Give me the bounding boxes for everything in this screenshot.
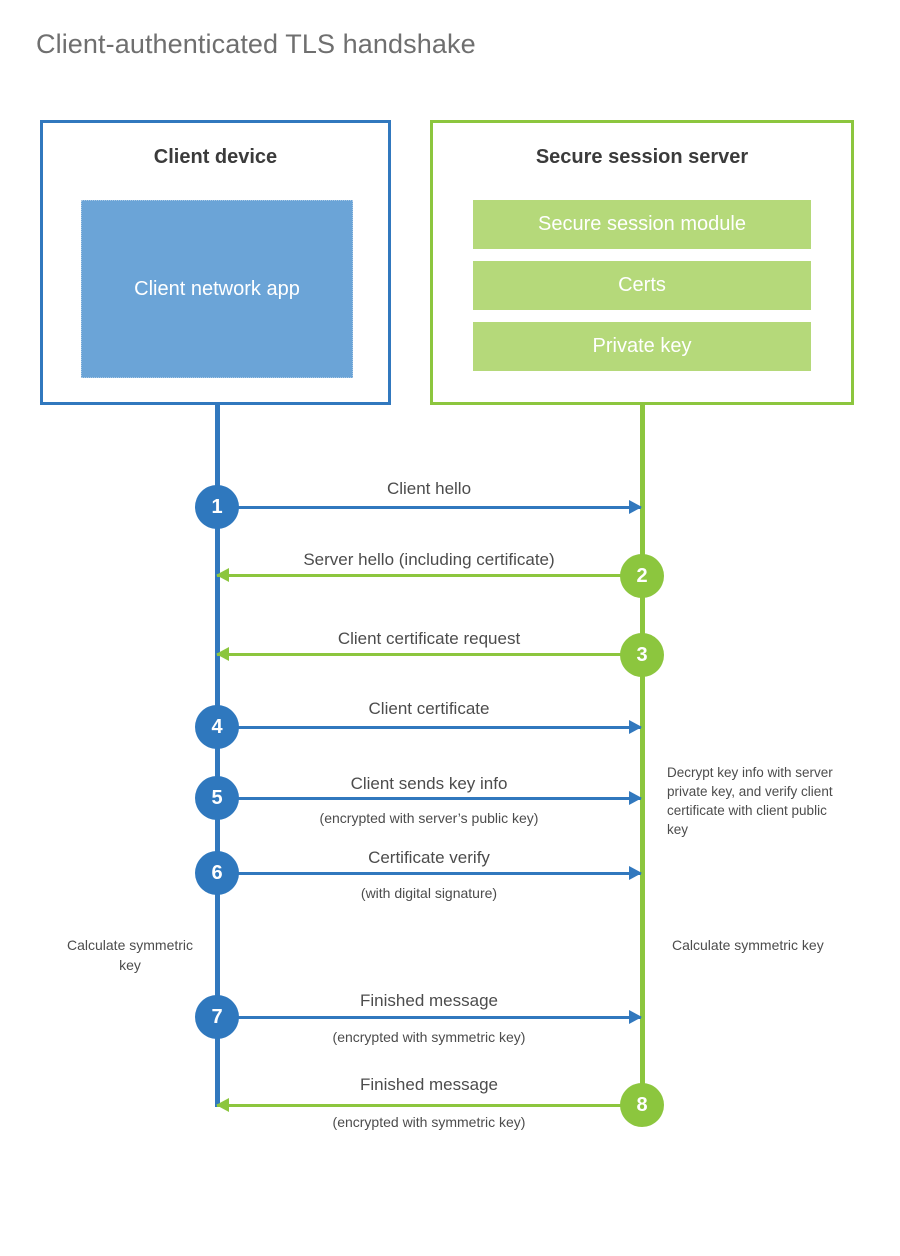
step-5-label: Client sends key info [350,774,508,793]
client-calculate-symmetric-key-note: Calculate symmetric key [66,937,194,973]
server-module-list: Secure session module Certs Private key [473,200,811,383]
step-4-badge: 4 [195,705,239,749]
step-6-label: Certificate verify [368,848,490,867]
step-5-badge: 5 [195,776,239,820]
step-7-arrow-head [629,1010,642,1024]
step-7-arrow-shaft [217,1016,641,1019]
step-8-arrow-shaft [217,1104,641,1107]
step-6-arrow-shaft [217,872,641,875]
step-1-arrow-shaft [217,506,641,509]
step-2-arrow-shaft [217,574,641,577]
step-2-arrow [216,568,641,582]
secure-session-server-title: Secure session server [535,146,749,168]
client-device-box: Client device Client network app [40,120,391,405]
step-3-arrow [216,647,641,661]
step-4-arrow-head [629,720,642,734]
step-8-label: Finished message [360,1075,498,1094]
server-lifeline [640,405,645,1107]
step-1-arrow [217,500,642,514]
server-calculate-symmetric-key-note: Calculate symmetric key [672,937,824,953]
secure-session-server-box: Secure session server Secure session mod… [430,120,854,405]
page-title: Client-authenticated TLS handshake [36,29,476,59]
step-8-arrow [216,1098,641,1112]
step-6-arrow [217,866,642,880]
server-module-certs: Certs [473,261,811,310]
step-3-label: Client certificate request [337,629,521,648]
step-6-sublabel: (with digital signature) [360,885,498,901]
step-4-arrow [217,720,642,734]
server-module-private-key: Private key [473,322,811,371]
step-5-arrow [217,791,642,805]
step-1-badge: 1 [195,485,239,529]
step-6-badge: 6 [195,851,239,895]
step-1-arrow-head [629,500,642,514]
step-5-arrow-head [629,791,642,805]
step-4-label: Client certificate [368,699,490,718]
client-lifeline [215,405,220,1107]
server-decrypt-note: Decrypt key info with server private key… [667,765,833,838]
step-3-arrow-shaft [217,653,641,656]
step-5-arrow-shaft [217,797,641,800]
client-network-app-block: Client network app [81,200,353,378]
step-8-sublabel: (encrypted with symmetric key) [332,1114,526,1130]
step-3-arrow-head [216,647,229,661]
step-7-badge: 7 [195,995,239,1039]
server-module-secure-session-module: Secure session module [473,200,811,249]
step-8-arrow-head [216,1098,229,1112]
step-5-sublabel: (encrypted with server’s public key) [319,810,539,826]
step-3-badge: 3 [620,633,664,677]
step-2-label: Server hello (including certificate) [303,550,555,569]
step-7-label: Finished message [360,991,498,1010]
step-4-arrow-shaft [217,726,641,729]
step-1-label: Client hello [386,479,472,498]
client-device-title: Client device [153,146,278,168]
step-8-badge: 8 [620,1083,664,1127]
step-2-badge: 2 [620,554,664,598]
step-7-sublabel: (encrypted with symmetric key) [332,1029,526,1045]
step-7-arrow [217,1010,642,1024]
step-6-arrow-head [629,866,642,880]
step-2-arrow-head [216,568,229,582]
